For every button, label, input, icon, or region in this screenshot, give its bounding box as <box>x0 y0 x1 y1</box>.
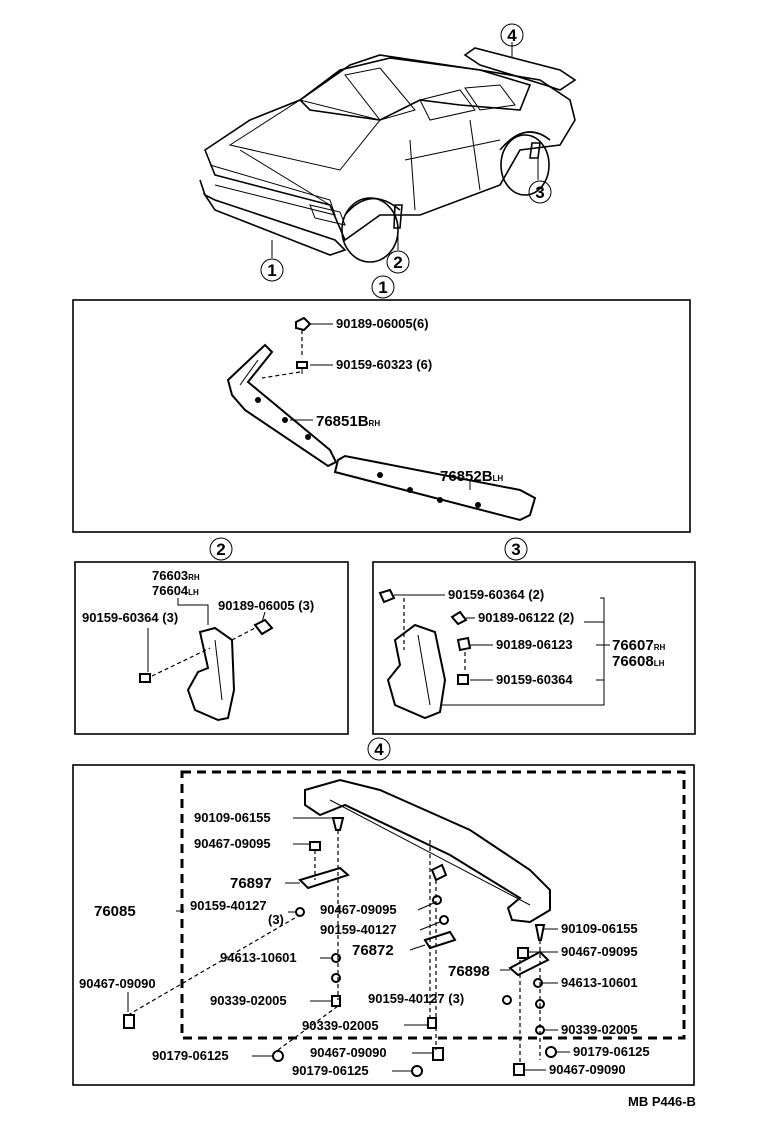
svg-text:3: 3 <box>535 183 544 202</box>
svg-text:4: 4 <box>507 26 517 45</box>
label-90189-06122: 90189-06122 (2) <box>478 610 574 625</box>
section-2-frame <box>74 561 349 735</box>
label-90109-06155-r: 90109-06155 <box>561 921 638 936</box>
diagram-code: MB P446-B <box>628 1094 696 1109</box>
label-76851B: 76851BRH <box>316 413 380 430</box>
label-90159-40127-l: 90159-40127 <box>190 898 267 913</box>
callout-1-section: 1 <box>371 275 395 299</box>
label-90159-40127-l-qty: (3) <box>268 912 284 927</box>
svg-text:2: 2 <box>393 253 402 272</box>
rear-mudflap <box>386 623 447 720</box>
label-76608: 76608LH <box>612 653 665 670</box>
section-4-assembly-boundary <box>180 770 686 1040</box>
car-illustration <box>199 42 577 263</box>
svg-text:2: 2 <box>216 540 225 559</box>
bracket-76897 <box>298 866 350 890</box>
section-4-frame <box>72 764 695 1086</box>
label-90467-09090-l: 90467-09090 <box>79 976 156 991</box>
label-76085: 76085 <box>94 903 136 920</box>
bracket-76872 <box>423 930 457 950</box>
callout-4-car: 4 <box>500 23 524 47</box>
callout-1-car: 1 <box>260 258 284 282</box>
label-90159-60364-sec3a: 90159-60364 (2) <box>448 587 544 602</box>
label-90159-40127-r: 90159-40127 (3) <box>368 991 464 1006</box>
label-94613-10601-l: 94613-10601 <box>220 950 297 965</box>
label-90189-06123: 90189-06123 <box>496 637 573 652</box>
clip-sec2-icon <box>253 618 274 636</box>
section-3-frame <box>372 561 696 735</box>
screw-sec3-bottom-icon <box>457 674 469 685</box>
screw-sec2-icon <box>139 673 151 683</box>
callout-2-car: 2 <box>386 250 410 274</box>
label-90339-02005-r: 90339-02005 <box>561 1022 638 1037</box>
screw-90159-60323-icon <box>296 361 308 374</box>
rear-spoiler <box>304 778 551 924</box>
label-76607: 76607RH <box>612 637 665 654</box>
section-1-frame <box>72 299 691 533</box>
svg-text:1: 1 <box>378 278 387 297</box>
label-90159-60323: 90159-60323 (6) <box>336 357 432 372</box>
label-76603: 76603RH <box>152 568 200 583</box>
label-90467-09090-c: 90467-09090 <box>310 1045 387 1060</box>
nut-90189-06005-icon <box>295 316 312 332</box>
svg-text:1: 1 <box>267 261 276 280</box>
label-90467-09095-c: 90467-09095 <box>320 902 397 917</box>
label-90179-06125-l: 90179-06125 <box>152 1048 229 1063</box>
label-90467-09095-r: 90467-09095 <box>561 944 638 959</box>
label-90339-02005-c: 90339-02005 <box>302 1018 379 1033</box>
nut-sec3-icon <box>456 636 472 652</box>
front-spoiler-lh <box>333 454 537 522</box>
label-90339-02005-l: 90339-02005 <box>210 993 287 1008</box>
label-76897: 76897 <box>230 875 272 892</box>
label-76898: 76898 <box>448 963 490 980</box>
section-4-fasteners <box>123 817 557 1077</box>
front-spoiler-rh <box>226 343 338 468</box>
label-90189-06005: 90189-06005(6) <box>336 316 429 331</box>
clip-sec3-icon <box>450 610 468 626</box>
label-90109-06155-l: 90109-06155 <box>194 810 271 825</box>
callout-4-section: 4 <box>367 737 391 761</box>
label-90159-40127-c: 90159-40127 <box>320 922 397 937</box>
callout-3-car: 3 <box>528 180 552 204</box>
svg-text:4: 4 <box>374 740 384 759</box>
svg-text:3: 3 <box>511 540 520 559</box>
label-90159-60364-sec3b: 90159-60364 <box>496 672 573 687</box>
label-90159-60364-sec2: 90159-60364 (3) <box>82 610 178 625</box>
callout-3-section: 3 <box>504 537 528 561</box>
label-90189-06005-sec2: 90189-06005 (3) <box>218 598 314 613</box>
label-90467-09095-l: 90467-09095 <box>194 836 271 851</box>
front-mudflap <box>186 626 236 722</box>
label-76604: 76604LH <box>152 583 199 598</box>
label-90467-09090-r: 90467-09090 <box>549 1062 626 1077</box>
label-90179-06125-r: 90179-06125 <box>573 1044 650 1059</box>
label-76852B: 76852BLH <box>440 468 503 485</box>
label-76872: 76872 <box>352 942 394 959</box>
label-90179-06125-c: 90179-06125 <box>292 1063 369 1078</box>
spoiler-clips <box>255 397 481 508</box>
callout-2-section: 2 <box>209 537 233 561</box>
screw-sec3-top-icon <box>378 588 396 604</box>
label-94613-10601-r: 94613-10601 <box>561 975 638 990</box>
